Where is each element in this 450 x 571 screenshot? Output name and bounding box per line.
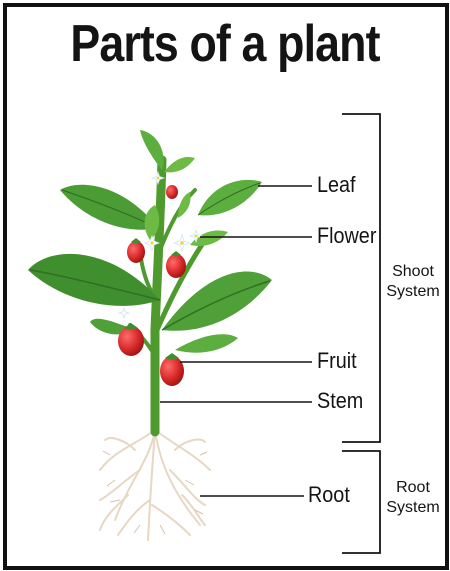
root-system-label-line1: Root: [378, 478, 448, 498]
label-fruit: Fruit: [317, 348, 357, 374]
label-flower: Flower: [317, 223, 376, 249]
shoot-system-label: Shoot System: [378, 262, 448, 302]
shoot-system-label-line1: Shoot: [378, 262, 448, 282]
label-stem: Stem: [317, 388, 363, 414]
label-leaf: Leaf: [317, 172, 356, 198]
shoot-system-label-line2: System: [378, 282, 448, 302]
label-root: Root: [308, 482, 350, 508]
root-system-label: Root System: [378, 478, 448, 518]
root-system-label-line2: System: [378, 498, 448, 518]
